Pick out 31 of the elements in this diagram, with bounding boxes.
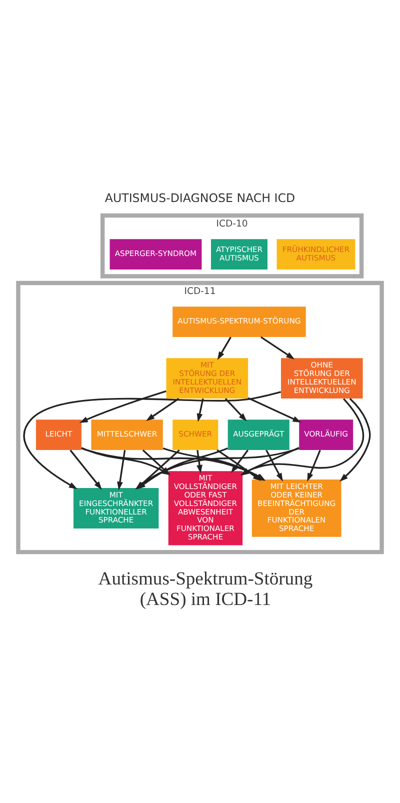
arrow xyxy=(216,449,262,481)
arrow xyxy=(266,450,283,482)
arrow xyxy=(196,450,202,474)
node-box: ASPERGER-SYNDROM xyxy=(110,239,202,270)
caption: Autismus-Spektrum-Störung (ASS) im ICD-11 xyxy=(98,568,313,610)
node-box: FRÜHKINDLICHER AUTISMUS xyxy=(276,239,356,270)
arrow xyxy=(70,450,102,490)
node-box: MIT EINGESCHRÄNKTER FUNKTIONELLER SPRACHE xyxy=(73,488,159,528)
diagram-title: AUTISMUS-DIAGNOSE NACH ICD xyxy=(104,191,296,206)
arrow xyxy=(248,397,302,423)
arrow xyxy=(230,450,249,473)
arrow xyxy=(117,450,126,490)
node-box: OHNE STÖRUNG DER INTELLEKTUELLEN ENTWICKLUNG xyxy=(280,358,363,399)
node-box: LEICHT xyxy=(36,420,82,450)
arrow xyxy=(340,398,371,482)
node-box: SCHWER xyxy=(172,420,218,450)
arrow xyxy=(307,450,321,482)
arrow xyxy=(196,398,204,422)
arrow xyxy=(79,390,166,423)
node-box: VORLÄUFIG xyxy=(299,420,354,450)
arrow xyxy=(224,398,247,422)
arrow xyxy=(217,336,232,360)
node-box: AUSGEPRÄGT xyxy=(228,420,290,450)
node-box: MIT LEICHTER ODER KEINER BEEINTRÄCHTIGUNG DER FUNKTIONALEN SPRACHE xyxy=(252,480,342,537)
node-box: ATYPISCHER AUTISMUS xyxy=(210,239,268,270)
node-box: MITTELSCHWER xyxy=(91,420,163,450)
arrow xyxy=(260,336,295,360)
node-box: MIT VOLLSTÄNDIGER ODER FAST VOLLSTÄNDIGER ABWESENHEIT VON FUNKTIONALER SPRACHE xyxy=(168,471,243,546)
node-box: AUTISMUS-SPEKTRUM-STÖRUNG xyxy=(172,306,306,337)
node-box: MIT STÖRUNG DER INTELLEKTUELLEN ENTWICKLUNG xyxy=(166,358,248,399)
arrow xyxy=(146,398,180,421)
